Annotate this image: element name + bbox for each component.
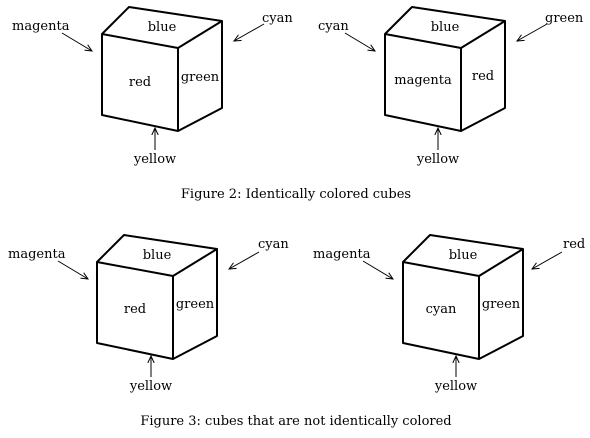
hidden-left-face-label: magenta	[313, 247, 371, 262]
cube-fig2-1: blue red green magenta cyan yellow	[12, 6, 293, 167]
front-face-label: cyan	[426, 302, 457, 317]
hidden-bottom-face-label: yellow	[416, 152, 459, 167]
cube-outline	[101, 6, 223, 132]
arrow-to-back-face	[532, 251, 563, 269]
cube-outline	[384, 6, 506, 132]
front-face-label: red	[129, 75, 151, 90]
cube-inner-edges	[96, 248, 218, 359]
figure-caption: Figure 2: Identically colored cubes	[181, 187, 411, 202]
hidden-bottom-face-label: yellow	[133, 152, 176, 167]
hidden-bottom-face-label: yellow	[434, 379, 477, 394]
figure-2: blue red green magenta cyan yellow blue …	[12, 6, 584, 202]
right-face-label: red	[472, 69, 494, 84]
arrow-to-back-face	[229, 251, 260, 269]
right-face-label: green	[181, 70, 220, 85]
cube-fig3-1: blue red green magenta cyan yellow	[8, 234, 289, 394]
arrow-to-left-face	[61, 32, 92, 51]
right-face-label: green	[482, 297, 521, 312]
top-face-label: blue	[143, 248, 172, 263]
hidden-bottom-face-label: yellow	[129, 379, 172, 394]
hidden-back-face-label: cyan	[262, 11, 293, 26]
hidden-left-face-label: magenta	[8, 247, 66, 262]
cube-inner-edges	[384, 20, 506, 131]
top-face-label: blue	[431, 20, 460, 35]
cube-outline	[402, 234, 524, 360]
hidden-left-face-label: magenta	[12, 19, 70, 34]
figure-caption: Figure 3: cubes that are not identically…	[140, 414, 451, 429]
cube-inner-edges	[101, 20, 223, 131]
arrow-to-left-face	[57, 260, 88, 279]
arrow-to-back-face	[234, 23, 265, 41]
arrow-to-back-face	[517, 23, 548, 41]
top-face-label: blue	[148, 20, 177, 35]
front-face-label: red	[124, 302, 146, 317]
hidden-back-face-label: green	[545, 11, 584, 26]
figure-3: blue red green magenta cyan yellow blue …	[8, 234, 585, 429]
hidden-left-face-label: cyan	[318, 19, 349, 34]
hidden-back-face-label: cyan	[258, 237, 289, 252]
arrow-to-left-face	[362, 260, 393, 279]
top-face-label: blue	[449, 248, 478, 263]
front-face-label: magenta	[394, 73, 452, 88]
hidden-back-face-label: red	[563, 237, 585, 252]
cube-outline	[96, 234, 218, 360]
cube-fig2-2: blue magenta red cyan green yellow	[318, 6, 584, 167]
right-face-label: green	[176, 297, 215, 312]
cube-fig3-2: blue cyan green magenta red yellow	[313, 234, 585, 394]
cube-inner-edges	[402, 248, 524, 359]
arrow-to-left-face	[344, 32, 375, 51]
